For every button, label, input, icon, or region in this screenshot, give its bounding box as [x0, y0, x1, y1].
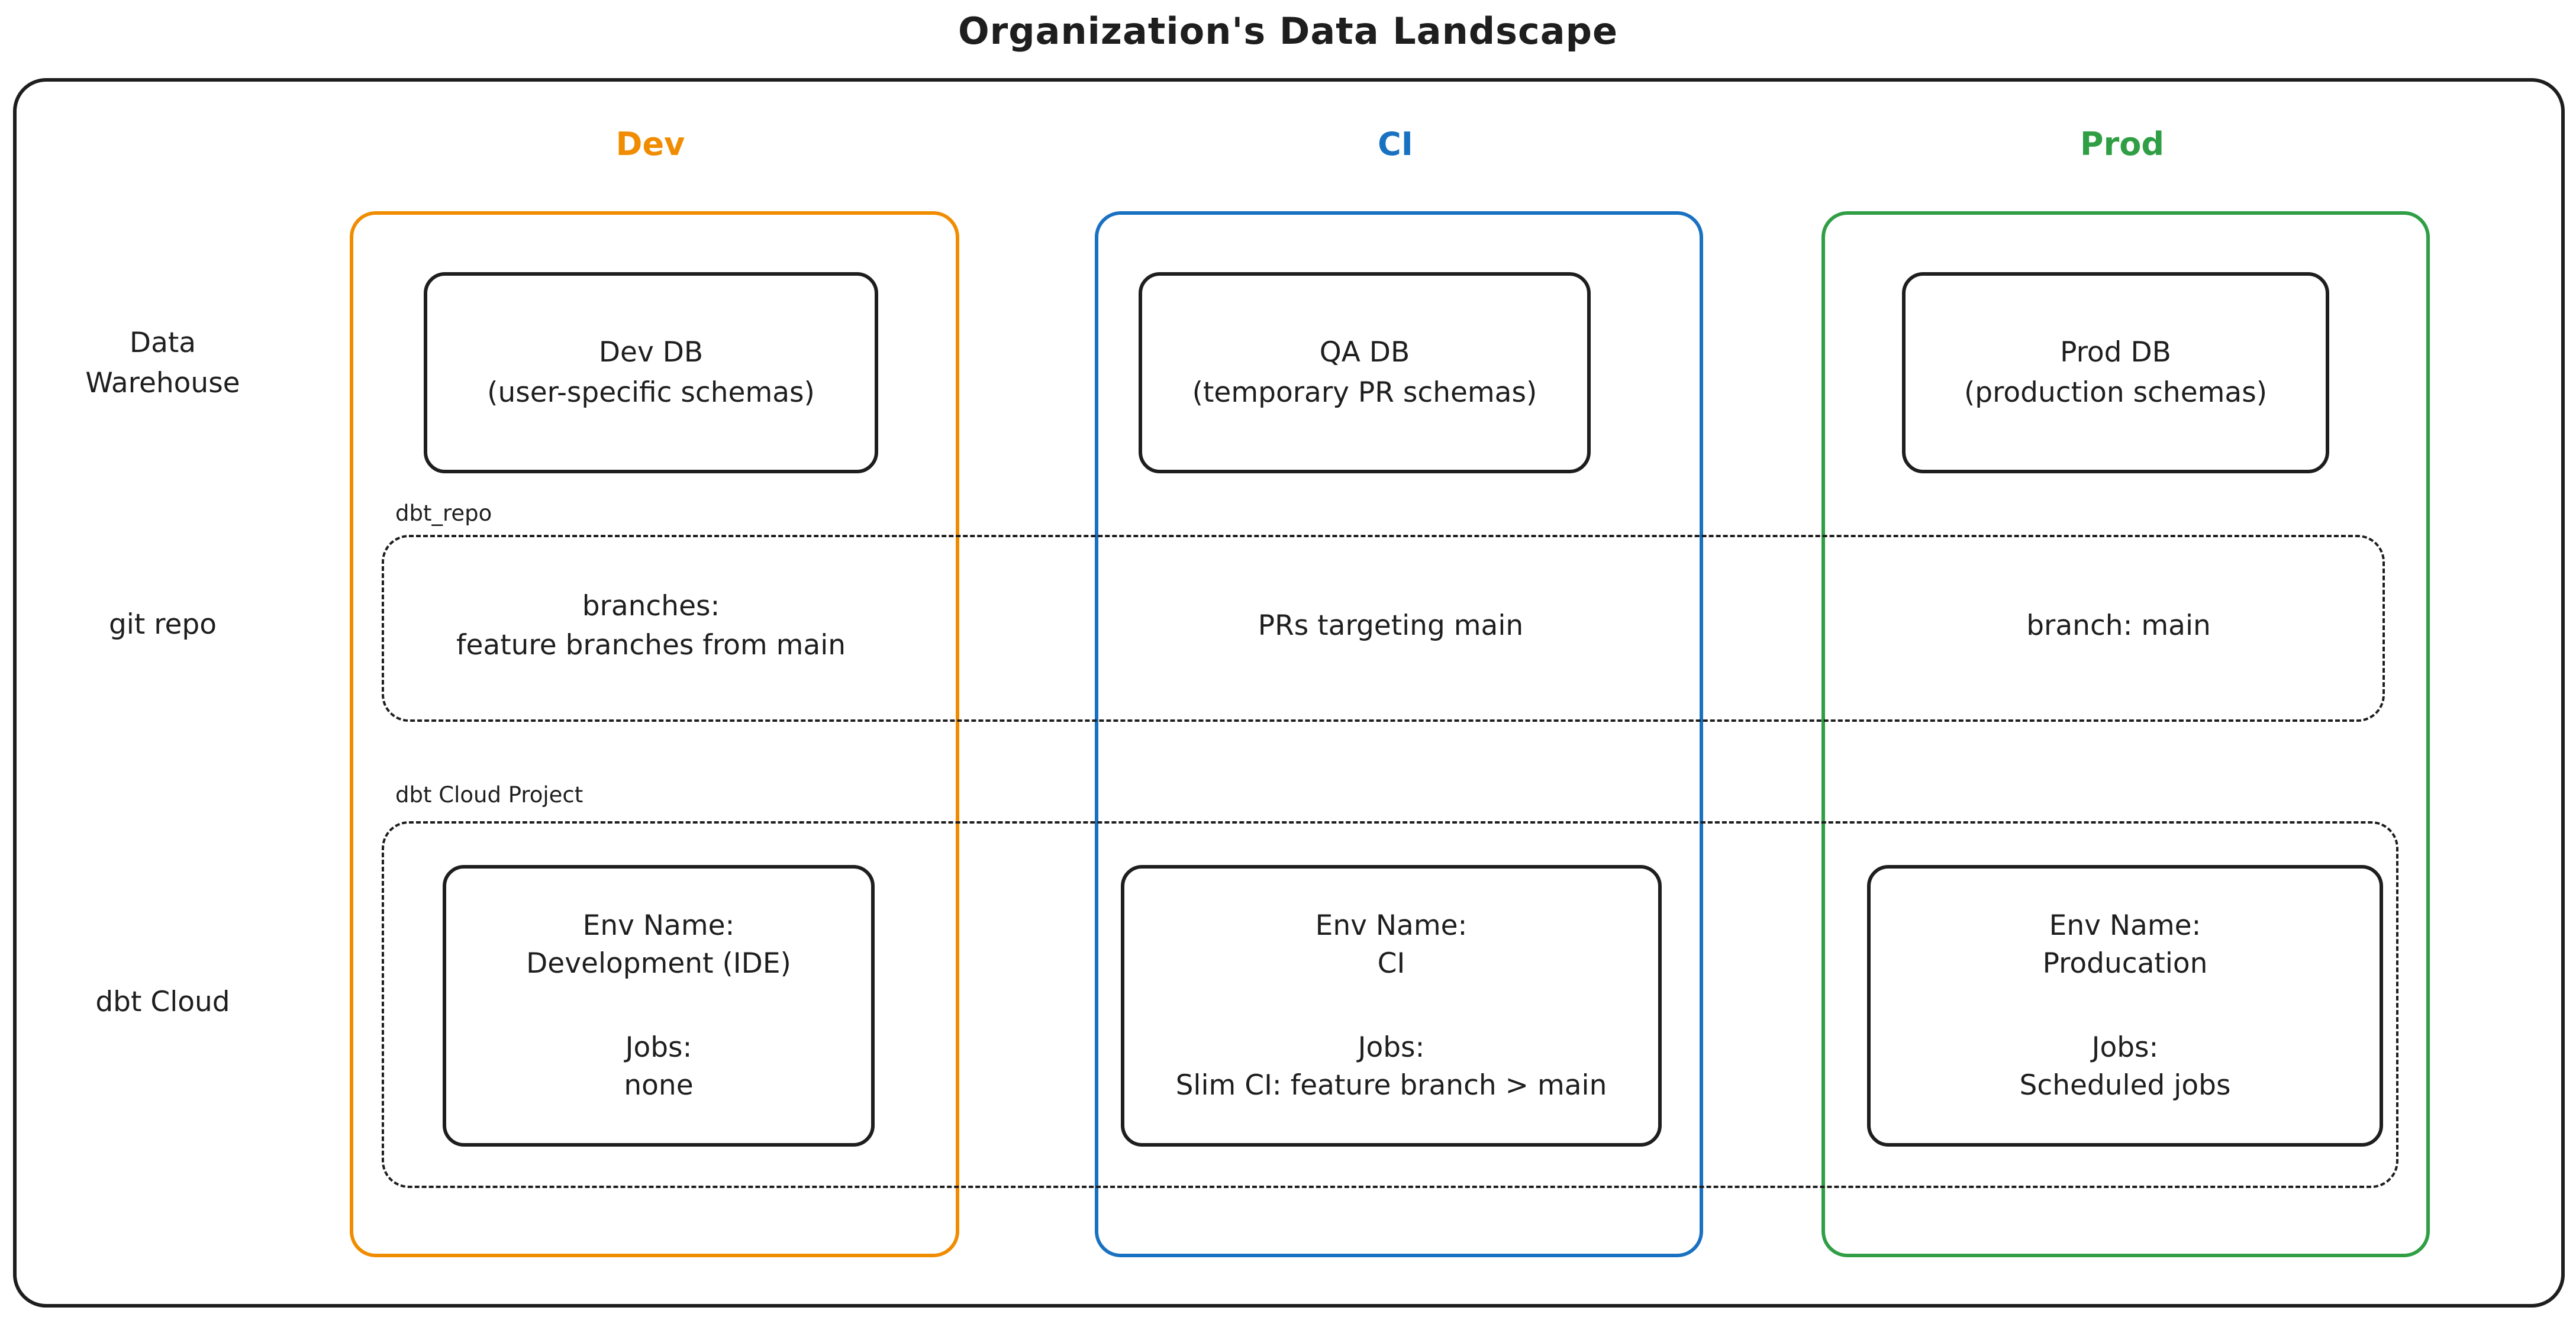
row-label-dbt-cloud: dbt Cloud — [95, 986, 230, 1018]
env-name-value: Producation — [2042, 947, 2208, 980]
column-header-dev: Dev — [615, 125, 685, 163]
dbt-cloud-project-dashed-container — [382, 821, 2398, 1188]
dev-environment-box: Env Name: Development (IDE) Jobs: none — [443, 865, 875, 1147]
dbt-cloud-project-label: dbt Cloud Project — [395, 782, 583, 808]
column-box-dev — [350, 211, 959, 1257]
column-box-ci — [1095, 211, 1703, 1257]
dev-db-box: Dev DB (user-specific schemas) — [424, 272, 878, 473]
row-label-git-repo: git repo — [108, 608, 217, 641]
env-name-value: CI — [1377, 947, 1405, 980]
column-header-prod: Prod — [2080, 125, 2164, 163]
jobs-value: Scheduled jobs — [2019, 1069, 2231, 1102]
qa-db-box: QA DB (temporary PR schemas) — [1139, 272, 1591, 473]
column-header-ci: CI — [1378, 125, 1413, 163]
prod-db-box: Prod DB (production schemas) — [1902, 272, 2329, 473]
env-name-label: Env Name: — [582, 909, 735, 942]
git-repo-prod-text: branch: main — [2026, 609, 2211, 642]
jobs-value: none — [624, 1069, 694, 1102]
env-name-label: Env Name: — [2049, 909, 2201, 942]
git-repo-ci-text: PRs targeting main — [1258, 609, 1524, 642]
ci-environment-box: Env Name: CI Jobs: Slim CI: feature bran… — [1121, 865, 1662, 1147]
prod-environment-box: Env Name: Producation Jobs: Scheduled jo… — [1867, 865, 2383, 1147]
outer-frame — [13, 78, 2565, 1308]
column-box-prod — [1821, 211, 2430, 1257]
jobs-value: Slim CI: feature branch > main — [1175, 1069, 1607, 1102]
env-name-value: Development (IDE) — [526, 947, 791, 980]
jobs-label: Jobs: — [625, 1031, 692, 1064]
row-label-data-warehouse: Data Warehouse — [85, 327, 240, 399]
dbt-repo-dashed-container — [382, 535, 2385, 722]
git-repo-dev-text: branches: feature branches from main — [456, 590, 846, 661]
jobs-label: Jobs: — [1358, 1031, 1425, 1064]
jobs-label: Jobs: — [2091, 1031, 2159, 1064]
env-name-label: Env Name: — [1315, 909, 1468, 942]
page-title: Organization's Data Landscape — [957, 9, 1619, 53]
dbt-repo-label: dbt_repo — [395, 501, 492, 526]
